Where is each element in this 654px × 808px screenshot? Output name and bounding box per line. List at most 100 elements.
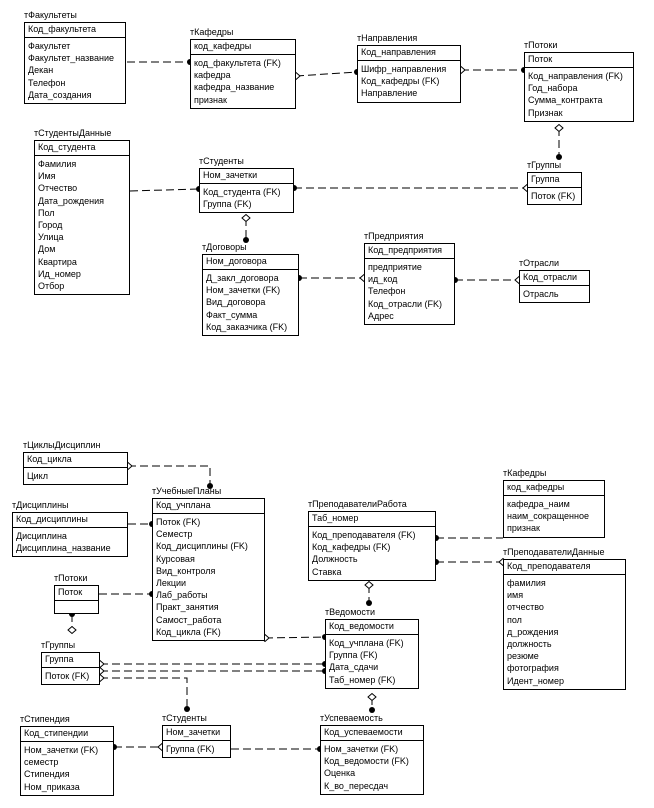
attribute-field: Имя [38,171,56,182]
primary-key-section: Код_успеваемости [321,726,423,741]
attribute-field: Дата_рождения [38,195,104,206]
attribute-field: Цикл [27,471,48,481]
entity-title: тУчебныеПланы [152,486,222,496]
entity-title: тПреподавателиРабота [308,499,407,509]
attribute-field: д_рождения [507,626,559,637]
attribute-field: Код_дисциплины (FK) [156,541,248,552]
entity-title: тЦиклыДисциплин [23,440,101,450]
attribute-section: Код_студента (FK) Группа (FK) [200,184,293,212]
attribute-field: Вид_договора [206,297,266,308]
attribute-section: Отрасль [520,286,589,302]
attribute-field: Год_набора [528,83,578,94]
primary-key-section: Группа [528,173,581,188]
entity-title: тКафедры [503,468,547,478]
attribute-field: Факультет_название [28,53,114,64]
attribute-field: Поток (FK) [45,671,90,681]
attribute-field: Пол [38,207,55,218]
primary-key-section: Поток [55,586,98,601]
attribute-field: Код_преподавателя (FK) [312,530,416,540]
entity-title: тУспеваемость [320,713,383,723]
attribute-field: Код_цикла (FK) [156,626,221,637]
entity-title: тПотоки [524,40,558,50]
attribute-field: Улица [38,232,64,243]
attribute-field: К_во_пересдач [324,780,389,791]
attribute-section: Группа (FK) [163,741,230,757]
attribute-field: Квартира [38,256,77,267]
relation-diamond [67,625,77,635]
primary-key-section: Код_студента [35,141,129,156]
attribute-field: Код_учплана (FK) [329,638,404,648]
primary-key-field: Ном_договора [206,256,267,266]
attribute-field: Код_студента (FK) [203,187,281,197]
primary-key-section: Ном_зачетки [200,169,293,184]
attribute-field: Код_кафедры (FK) [361,76,440,87]
primary-key-section: Код_направления [358,46,460,61]
attribute-field: кафедра [194,70,231,81]
primary-key-section: код_кафедры [504,481,604,496]
attribute-field: Код_ведомости (FK) [324,756,409,767]
attribute-field: Группа (FK) [329,650,378,661]
attribute-field: Группа (FK) [166,744,215,754]
relation-diamond [554,123,564,133]
primary-key-section: Код_факультета [25,23,125,38]
attribute-field: Код_направления (FK) [528,71,623,81]
attribute-field: Код_заказчика (FK) [206,321,288,332]
entity-title: тСтуденты [162,713,207,723]
attribute-field: Код_кафедры (FK) [312,542,391,553]
primary-key-field: Ном_зачетки [203,170,258,180]
attribute-field: Дом [38,244,56,255]
relationship-line [128,465,211,486]
attribute-field: Декан [28,65,54,76]
primary-key-section: Таб_номер [309,512,435,527]
relationship-line [264,636,326,639]
attribute-field: Шифр_направления [361,64,447,74]
primary-key-field: Код_успеваемости [324,727,403,737]
primary-key-section: Код_преподавателя [504,560,625,575]
attribute-field: Телефон [368,286,406,297]
attribute-section: Ном_зачетки (FK)Код_ведомости (FK)Оценка… [321,741,423,794]
entity-title: тПотоки [54,573,88,583]
attribute-field: наим_сокращенное [507,511,590,522]
attribute-field: Направление [361,88,418,99]
primary-key-field: Код_направления [361,47,436,57]
attribute-field: Ставка [312,566,342,577]
attribute-field: семестр [24,757,59,768]
entity-title: тГруппы [41,640,76,650]
primary-key-section: Код_дисциплины [13,513,127,528]
relationship-line [295,71,358,77]
attribute-field: Группа (FK) [203,199,252,210]
attribute-field: Д_закл_договора [206,273,279,283]
entity-title: тСтуденты [199,156,244,166]
attribute-field: Ид_номер [38,268,81,279]
relation-diamond [367,692,377,702]
primary-key-field: код_кафедры [507,482,565,492]
entity-title: тСтудентыДанные [34,128,112,138]
attribute-field: ид_код [368,274,398,285]
attribute-field: кафедра_наим [507,499,570,509]
primary-key-section: Группа [42,653,99,668]
primary-key-section: Код_ведомости [326,620,418,635]
attribute-field: Дисциплина_название [16,543,111,554]
entity-title: тГруппы [527,160,562,170]
attribute-field: Код_отрасли (FK) [368,298,443,309]
attribute-field: пол [507,614,522,625]
entity-title: тДоговоры [202,242,247,252]
